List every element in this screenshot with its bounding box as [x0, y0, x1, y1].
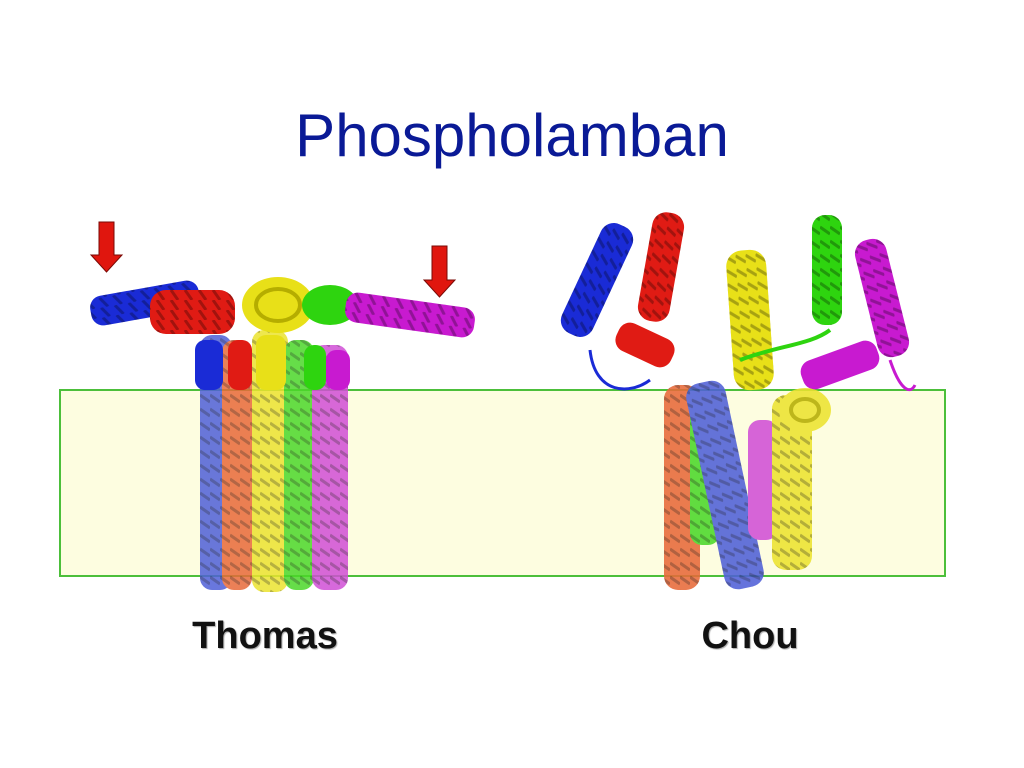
thomas-helix-yellow-cyto: [242, 277, 314, 333]
slide-title: Phospholamban: [295, 102, 729, 169]
chou-helix-magenta-tm: [748, 420, 778, 540]
down-arrow-icon: [422, 245, 457, 298]
thomas-tm-helices: [200, 330, 348, 592]
chou-model: [560, 212, 917, 590]
model-label-thomas: Thomas: [192, 615, 338, 657]
chou-tm-helices: [664, 380, 831, 590]
thomas-cyto-helices: [90, 277, 475, 390]
thomas-model: [89, 221, 475, 592]
down-arrow-icon: [89, 221, 124, 273]
thomas-helix-green-cyto: [302, 285, 358, 325]
model-label-chou: Chou: [701, 615, 799, 657]
